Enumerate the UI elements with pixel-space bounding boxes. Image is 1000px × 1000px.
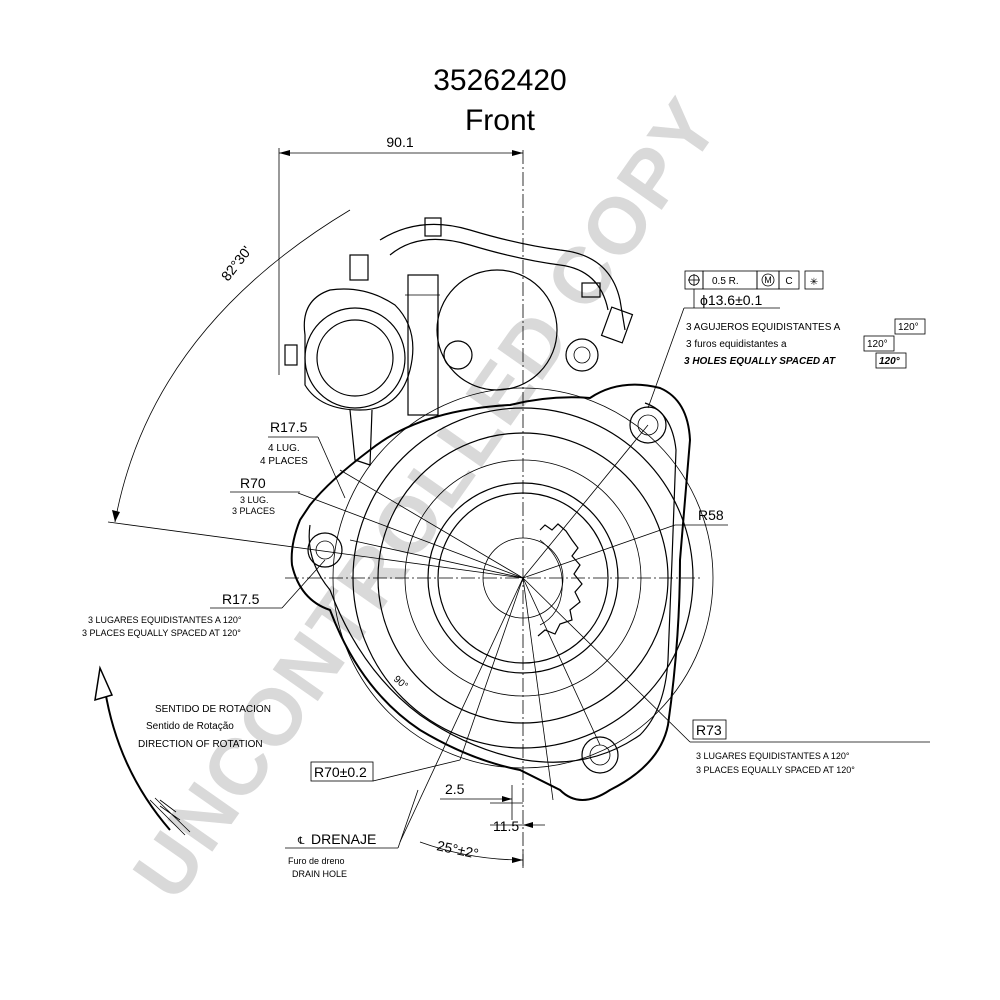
- frame-value: 0.5 R.: [712, 276, 739, 287]
- part-number-title: 35262420: [433, 64, 566, 97]
- holes-es: 3 AGUJEROS EQUIDISTANTES A: [686, 322, 841, 333]
- holes-en: 3 HOLES EQUALLY SPACED AT: [684, 356, 836, 367]
- drain-cl-symbol: ℄: [297, 836, 305, 847]
- rotation-note: SENTIDO DE ROTACION Sentido de Rotação D…: [94, 665, 271, 836]
- mounting-lug-left: [307, 532, 343, 568]
- angle-25: 25°±2°: [419, 837, 524, 866]
- radius-leaders: [297, 424, 691, 843]
- callout-r17-5-left: R17.5 3 LUGARES EQUIDISTANTES A 120° 3 P…: [82, 559, 326, 638]
- callout-drain: ℄ DRENAJE Furo de dreno DRAIN HOLE: [285, 789, 419, 879]
- rotation-pt: Sentido de Rotação: [146, 721, 234, 732]
- r70-tol-label: R70±0.2: [314, 764, 367, 780]
- holes-en-angle: 120°: [879, 356, 901, 367]
- dims-2-5-11-5: 2.5 11.5: [440, 781, 545, 834]
- lug4-en-label: 4 PLACES: [260, 456, 308, 467]
- lug3-es-label: 3 LUG.: [240, 495, 269, 505]
- dim-2-5-label: 2.5: [445, 781, 465, 797]
- holes-pt-angle: 120°: [867, 339, 888, 350]
- angle-82-30-label: 82°30': [218, 243, 255, 284]
- r17-5-top-label: R17.5: [270, 419, 308, 435]
- drain-en-label: DRAIN HOLE: [292, 869, 347, 879]
- r70-label: R70: [240, 475, 266, 491]
- callout-r73: R73 3 LUGARES EQUIDISTANTES A 120° 3 PLA…: [690, 719, 930, 775]
- left-equi-es: 3 LUGARES EQUIDISTANTES A 120°: [88, 615, 242, 625]
- lug4-es-label: 4 LUG.: [268, 443, 300, 454]
- callout-r58: R58: [675, 507, 728, 526]
- callout-r70-tol: R70±0.2: [310, 759, 461, 782]
- r17-5-left-label: R17.5: [222, 591, 260, 607]
- angle-25-label: 25°±2°: [435, 837, 480, 861]
- r73-label: R73: [696, 722, 722, 738]
- view-title: Front: [465, 104, 536, 137]
- right-equi-es: 3 LUGARES EQUIDISTANTES A 120°: [696, 751, 850, 761]
- rotation-en: DIRECTION OF ROTATION: [138, 739, 263, 750]
- hole-dia-label: ϕ13.6±0.1: [700, 292, 762, 308]
- drain-es-label: DRENAJE: [311, 831, 376, 847]
- right-equi-en: 3 PLACES EQUALLY SPACED AT 120°: [696, 765, 855, 775]
- watermark: UNCONTROLLED COPY: [116, 82, 736, 915]
- lug3-en-label: 3 PLACES: [232, 506, 275, 516]
- callout-r17-5-top: R17.5 4 LUG. 4 PLACES: [260, 419, 346, 499]
- holes-es-angle: 120°: [898, 322, 919, 333]
- rotation-es: SENTIDO DE ROTACION: [155, 704, 271, 715]
- frame-modifier: M: [764, 275, 772, 285]
- drain-pt-label: Furo de dreno: [288, 856, 345, 866]
- callout-r70: R70 3 LUG. 3 PLACES: [230, 475, 300, 516]
- all-around-symbol: ✳: [810, 277, 818, 288]
- starter-housing: [290, 383, 714, 801]
- r58-label: R58: [698, 507, 724, 523]
- dimension-90-1: 90.1: [278, 134, 523, 375]
- rotation-arrow-icon: [94, 665, 114, 702]
- left-equi-en: 3 PLACES EQUALLY SPACED AT 120°: [82, 628, 241, 638]
- solenoid-assembly: [284, 217, 634, 466]
- dim-90-1-label: 90.1: [386, 134, 413, 150]
- holes-pt: 3 furos equidistantes a: [686, 339, 787, 350]
- tolerance-callout: 0.5 R. M C ✳ ϕ13.6±0.1 3 AGUJEROS EQUIDI…: [647, 270, 926, 409]
- pinion-gear: [537, 523, 583, 637]
- dim-11-5-label: 11.5: [493, 818, 519, 834]
- frame-datum: C: [785, 276, 792, 287]
